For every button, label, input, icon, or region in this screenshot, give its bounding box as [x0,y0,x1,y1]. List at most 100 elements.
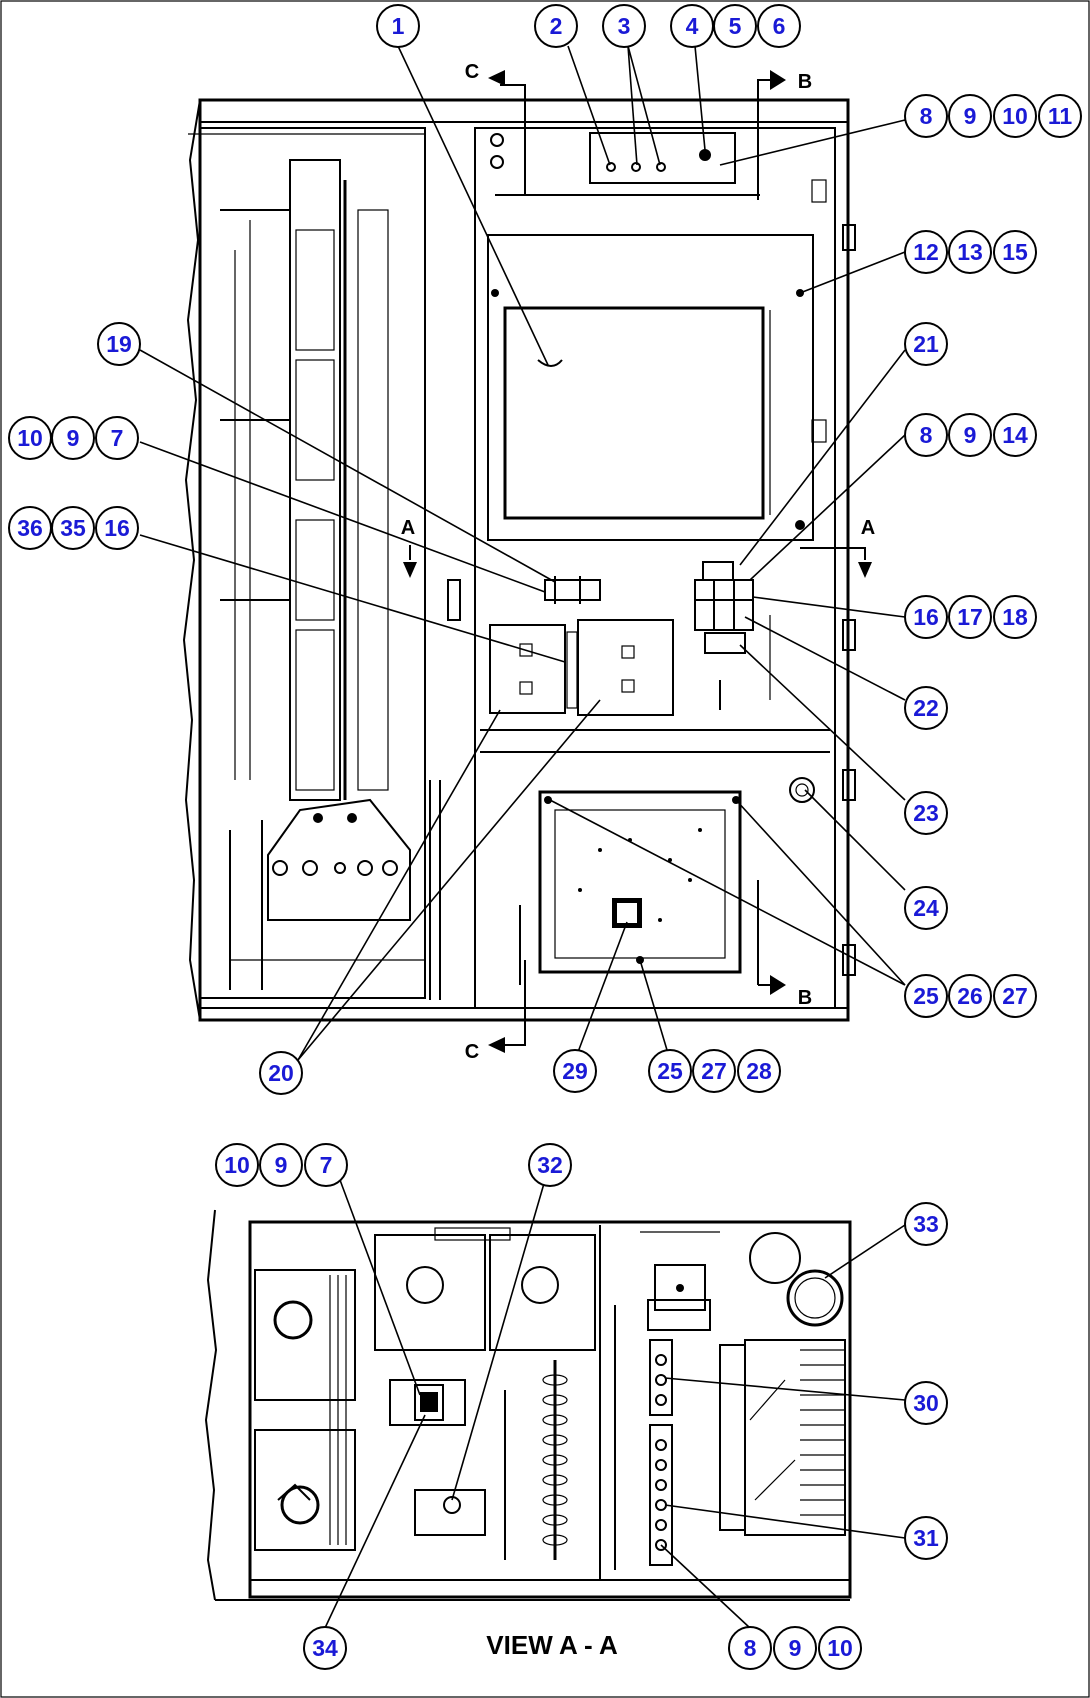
svg-text:13: 13 [957,239,983,265]
view-title: VIEW A - A [486,1630,618,1660]
svg-text:23: 23 [913,800,939,826]
callout-31: 31 [904,1516,948,1560]
section-label-b-top: B [798,71,812,93]
callout-27: 27 [993,974,1037,1018]
callout-20: 20 [259,1051,303,1095]
callout-9: 9 [51,416,95,460]
svg-text:10: 10 [827,1635,853,1661]
leader-lines [139,45,906,1629]
callout-9: 9 [948,94,992,138]
svg-text:14: 14 [1002,422,1028,448]
svg-text:34: 34 [312,1635,338,1661]
callout-2: 2 [534,4,578,48]
callout-10: 10 [818,1626,862,1670]
callout-7: 7 [304,1143,348,1187]
svg-text:16: 16 [913,604,939,630]
callout-25: 25 [648,1049,692,1093]
svg-text:32: 32 [537,1152,563,1178]
callout-24: 24 [904,886,948,930]
callout-19: 19 [97,322,141,366]
callout-8: 8 [904,413,948,457]
callout-bubbles: 1 2 3 4 5 6 8 9 10 11 12 13 15 19 21 10 … [8,4,1082,1670]
callout-23: 23 [904,791,948,835]
callout-11: 11 [1038,94,1082,138]
svg-text:27: 27 [701,1058,727,1084]
svg-text:12: 12 [913,239,939,265]
callout-8: 8 [904,94,948,138]
callout-10: 10 [215,1143,259,1187]
svg-text:28: 28 [746,1058,772,1084]
callout-36: 36 [8,506,52,550]
callout-16: 16 [95,506,139,550]
svg-text:3: 3 [618,13,631,39]
svg-text:21: 21 [913,331,939,357]
svg-text:22: 22 [913,695,939,721]
svg-text:18: 18 [1002,604,1028,630]
callout-5: 5 [713,4,757,48]
callout-22: 22 [904,686,948,730]
callout-26: 26 [948,974,992,1018]
callout-3: 3 [602,4,646,48]
callout-17: 17 [948,595,992,639]
section-label-b-bottom: B [798,987,812,1009]
svg-text:30: 30 [913,1390,939,1416]
svg-text:16: 16 [104,515,130,541]
svg-text:9: 9 [789,1635,802,1661]
callout-8: 8 [728,1626,772,1670]
callout-30: 30 [904,1381,948,1425]
callout-9: 9 [259,1143,303,1187]
svg-text:1: 1 [392,13,405,39]
callout-35: 35 [51,506,95,550]
svg-text:25: 25 [657,1058,683,1084]
callout-10: 10 [8,416,52,460]
callout-13: 13 [948,230,992,274]
svg-text:5: 5 [729,13,742,39]
svg-text:4: 4 [686,13,699,39]
callout-6: 6 [757,4,801,48]
svg-text:8: 8 [744,1635,757,1661]
callout-25: 25 [904,974,948,1018]
svg-text:8: 8 [920,422,933,448]
section-label-c-bottom: C [465,1041,479,1063]
callout-15: 15 [993,230,1037,274]
svg-text:10: 10 [224,1152,250,1178]
svg-text:15: 15 [1002,239,1028,265]
svg-text:9: 9 [275,1152,288,1178]
view-a-a: VIEW A - A [204,1209,852,1660]
svg-text:29: 29 [562,1058,588,1084]
svg-text:6: 6 [773,13,786,39]
section-label-a-right: A [861,517,875,539]
svg-text:10: 10 [1002,103,1028,129]
callout-29: 29 [553,1049,597,1093]
callout-9: 9 [948,413,992,457]
svg-text:36: 36 [17,515,43,541]
section-label-a-left: A [401,517,415,539]
svg-text:11: 11 [1048,103,1073,129]
svg-text:25: 25 [913,983,939,1009]
svg-text:7: 7 [320,1152,333,1178]
svg-text:9: 9 [964,422,977,448]
callout-7: 7 [95,416,139,460]
svg-text:35: 35 [60,515,86,541]
callout-32: 32 [528,1143,572,1187]
callout-1: 1 [376,4,420,48]
callout-14: 14 [993,413,1037,457]
svg-text:31: 31 [913,1525,939,1551]
callout-27: 27 [692,1049,736,1093]
callout-21: 21 [904,322,948,366]
svg-text:27: 27 [1002,983,1028,1009]
callout-28: 28 [737,1049,781,1093]
callout-12: 12 [904,230,948,274]
callout-18: 18 [993,595,1037,639]
svg-text:24: 24 [913,895,939,921]
svg-text:2: 2 [550,13,563,39]
svg-text:33: 33 [913,1211,939,1237]
svg-text:26: 26 [957,983,983,1009]
upper-cabinet-view: C B C B A A [182,61,875,1063]
svg-text:7: 7 [111,425,124,451]
svg-text:17: 17 [957,604,983,630]
callout-10: 10 [993,94,1037,138]
section-label-c-top: C [465,61,479,83]
